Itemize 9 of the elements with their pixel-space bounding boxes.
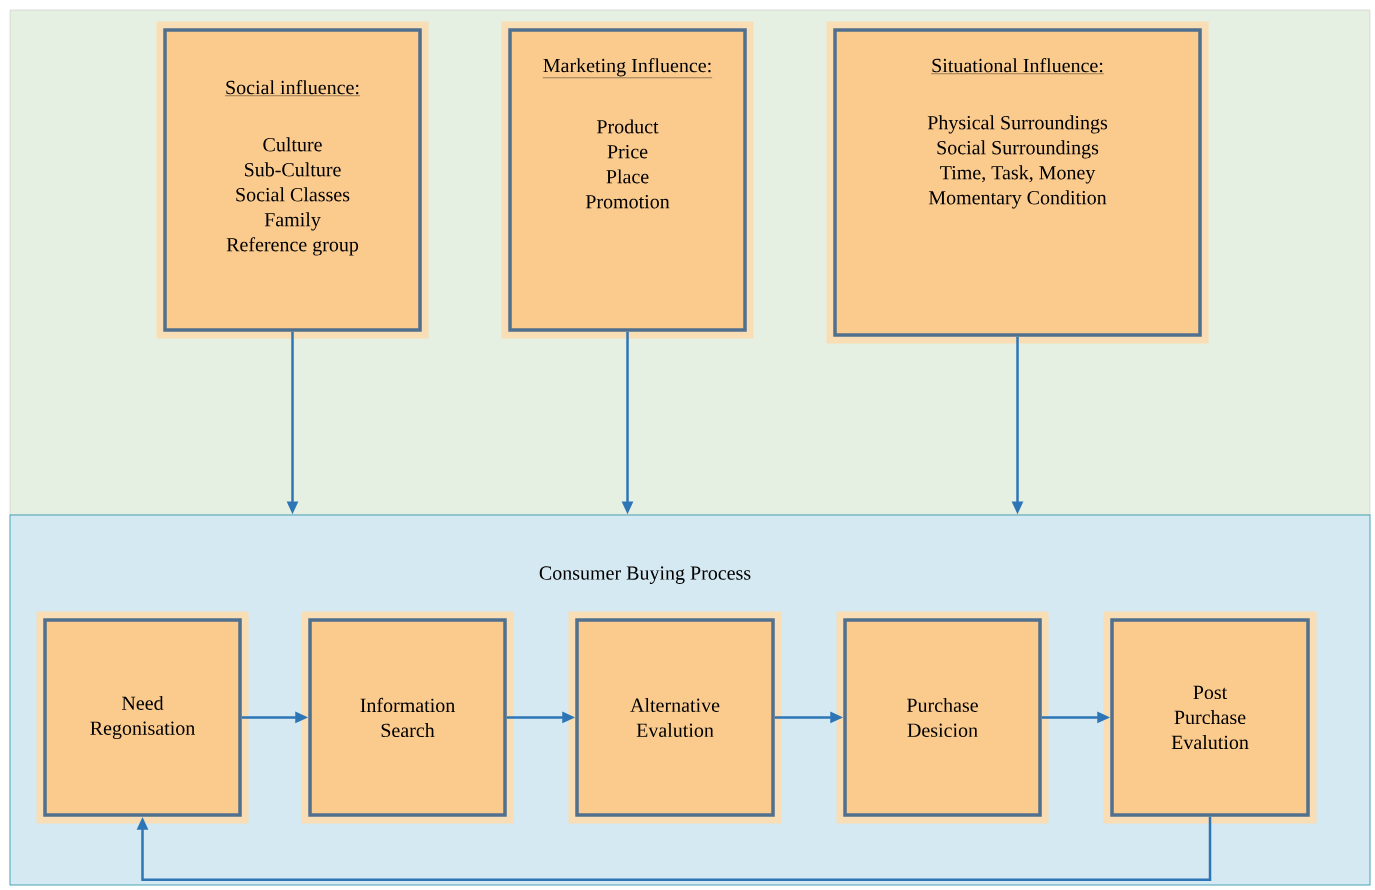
process-box: Alternative Evalution xyxy=(568,611,782,824)
process-box: Need Regonisation xyxy=(36,611,249,824)
process-box: Post Purchase Evalution xyxy=(1103,611,1317,824)
influence-box: Social influence: Culture Sub-Culture Social Classes Family Reference group xyxy=(156,21,429,339)
influence-box: Situational Influence: Physical Surroundings Social Surroundings Time, Task, Money Momentary Condition xyxy=(826,21,1209,344)
process-box: Purchase Desicion xyxy=(836,611,1049,824)
process-box: Information Search xyxy=(301,611,514,824)
influence-box: Marketing Influence: Product Price Place Promotion xyxy=(501,21,754,339)
arrow xyxy=(136,816,1212,881)
